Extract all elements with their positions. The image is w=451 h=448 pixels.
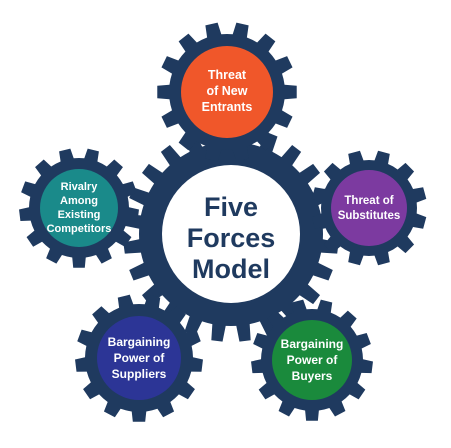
new-entrants-label-line-1: Threat (208, 68, 247, 82)
gear-face-substitutes (331, 170, 407, 246)
force-gear-buyers: Bargaining Power of Buyers (251, 299, 373, 421)
gear-face-suppliers (97, 316, 181, 400)
rivalry-label-line-2: Among (60, 195, 98, 207)
gear-face-new-entrants (181, 46, 273, 138)
suppliers-label-line-2: Power of (114, 351, 166, 365)
center-title-line-2: Forces (187, 223, 276, 253)
gear-face-rivalry (40, 169, 118, 247)
suppliers-label-line-3: Suppliers (112, 367, 167, 381)
gear-face-buyers (272, 320, 352, 400)
buyers-label-line-3: Buyers (292, 369, 333, 383)
new-entrants-label-line-2: of New (207, 84, 248, 98)
buyers-label-line-2: Power of (287, 353, 339, 367)
rivalry-label-line-4: Competitors (47, 223, 112, 235)
substitutes-label-line-2: Substitutes (338, 210, 401, 222)
center-title-line-3: Model (192, 254, 270, 284)
force-gear-new-entrants: Threat of New Entrants (157, 22, 297, 162)
force-gear-substitutes: Threat of Substitutes (311, 150, 427, 266)
new-entrants-label-line-3: Entrants (202, 100, 253, 114)
center-gear-face (162, 165, 300, 303)
buyers-label-line-1: Bargaining (281, 337, 344, 351)
force-gear-rivalry: Rivalry Among Existing Competitors (19, 148, 139, 268)
rivalry-label-line-3: Existing (58, 209, 101, 221)
force-gear-suppliers: Bargaining Power of Suppliers (75, 294, 203, 422)
substitutes-label-line-1: Threat of (344, 195, 393, 207)
center-gear: Five Forces Model (123, 126, 339, 342)
center-title-line-1: Five (204, 192, 258, 222)
suppliers-label-line-1: Bargaining (108, 335, 171, 349)
rivalry-label-line-1: Rivalry (61, 181, 99, 193)
